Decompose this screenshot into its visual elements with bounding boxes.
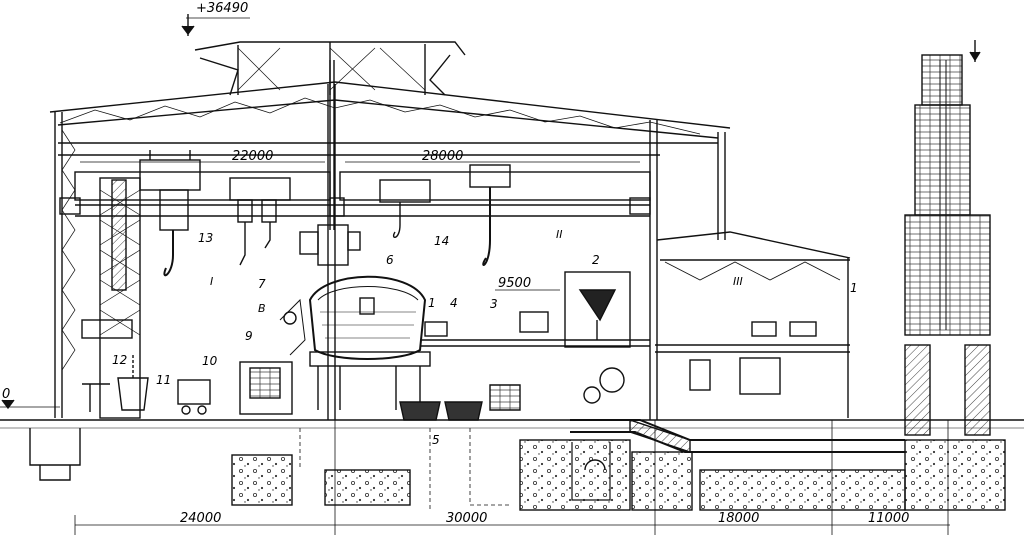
workbench-12 <box>81 319 133 412</box>
ground-and-foundations <box>0 419 1024 511</box>
dimension-22000-label: 22000 <box>232 149 273 164</box>
callout-12: 12 <box>112 353 127 367</box>
callout-14: 14 <box>434 234 449 248</box>
callout-1a: 1 <box>428 296 436 310</box>
dimension-11000-label: 11000 <box>868 511 909 526</box>
callout-10: 10 <box>202 354 218 368</box>
bay-label-I: I <box>210 275 213 288</box>
bay-label-B: B <box>258 302 266 315</box>
conveyor-3 <box>420 311 817 347</box>
callout-3: 3 <box>490 297 498 311</box>
callout-4: 4 <box>450 296 458 310</box>
main-roof-truss <box>49 81 731 156</box>
bridge-crane-13 <box>139 150 201 277</box>
callout-9: 9 <box>245 329 253 343</box>
crane-runway <box>59 171 651 217</box>
bridge-crane-14 <box>379 164 511 266</box>
elevation-marker-zero <box>0 399 60 410</box>
callout-11: 11 <box>156 373 171 387</box>
annex-building <box>655 231 851 418</box>
dimension-18000-label: 18000 <box>718 511 759 526</box>
slag-ladles-5 <box>399 367 625 421</box>
elevation-top-label: +36490 <box>196 1 248 16</box>
bay-label-III: III <box>733 275 743 288</box>
elevation-zero-label: 0 <box>2 387 10 402</box>
dimension-lines-bottom <box>74 420 950 535</box>
dimension-28000-label: 28000 <box>422 149 463 164</box>
callout-1b: 1 <box>850 281 858 295</box>
building-columns <box>54 84 726 420</box>
callout-6: 6 <box>386 253 394 267</box>
callout-5: 5 <box>432 433 440 447</box>
bridge-crane-7 <box>229 177 291 266</box>
arc-furnace-6 <box>308 275 431 410</box>
callout-7: 7 <box>258 277 266 291</box>
callout-13: 13 <box>198 231 213 245</box>
dimension-24000-label: 24000 <box>180 511 221 526</box>
callout-2: 2 <box>592 253 600 267</box>
dimension-30000-label: 30000 <box>446 511 487 526</box>
scrap-car-10 <box>177 379 211 415</box>
text-labels: +36490 0 22000 28000 9500 24000 30000 18… <box>2 1 909 526</box>
bay-label-II: II <box>556 228 563 241</box>
elevation-marker-top <box>181 14 250 36</box>
charging-equipment-9 <box>239 298 306 415</box>
electrode-mast <box>299 60 361 266</box>
ladle-11 <box>117 355 149 411</box>
chimney-stack <box>904 40 991 436</box>
bunker-2 <box>564 271 631 348</box>
dimension-lines-top <box>80 161 640 291</box>
dimension-9500-label: 9500 <box>498 276 531 291</box>
